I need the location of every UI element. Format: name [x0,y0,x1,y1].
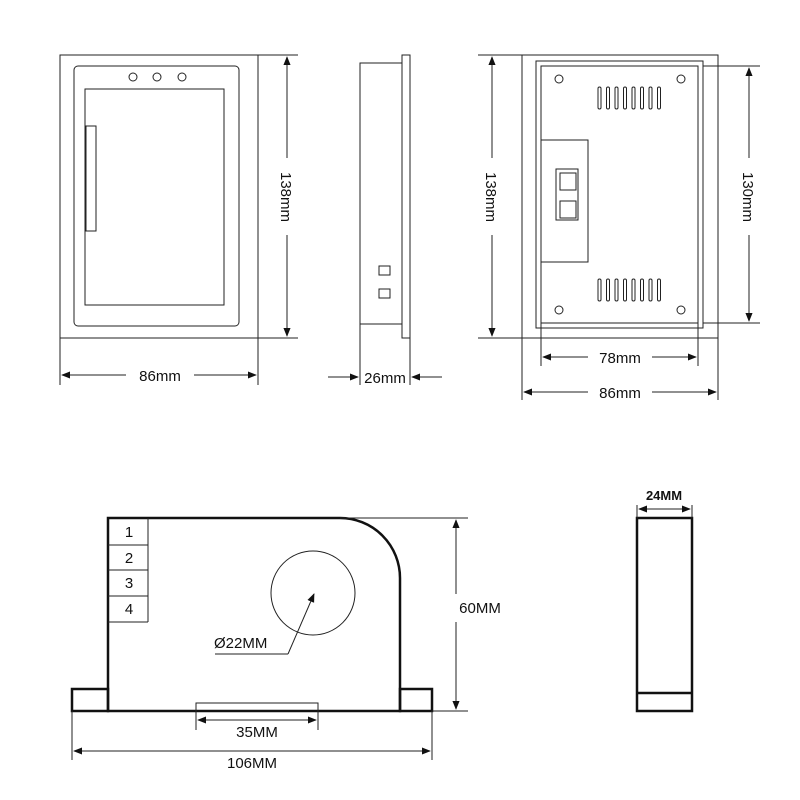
back-width-label: 86mm [599,385,641,402]
vent-slot [623,86,627,110]
base-width-label: 35MM [236,724,278,741]
vent-slot [597,86,602,110]
sensor-through-hole [270,550,356,636]
sensor-side-body [635,516,694,713]
front-side-slot [85,125,97,232]
front-bezel [73,65,240,327]
vent-slot [614,86,619,110]
vent-slot [614,278,619,302]
vent-slot [648,86,653,110]
vent-slot [631,86,636,110]
front-outer-frame [59,54,259,339]
sensor-side-view: 24MM [635,488,694,713]
vent-slot [606,278,610,302]
side-connector-1 [378,265,391,276]
back-view: 138mm 130mm 78mm 86mm [478,54,760,402]
vent-slot [640,86,644,110]
terminal-slot-1 [559,172,577,191]
indicator-led-3 [177,72,187,82]
terminal-4-label: 4 [125,601,133,618]
screw-hole-bottom-left [554,305,564,315]
terminal-housing [555,168,579,221]
sensor-front-view: 1 2 3 4 Ø22MM 35MM 106MM 60MM [70,516,501,772]
screw-hole-top-right [676,74,686,84]
screw-hole-bottom-right [676,305,686,315]
back-inner-panel [540,65,699,324]
side-connector-2 [378,288,391,299]
front-screen [84,88,225,306]
indicator-led-1 [128,72,138,82]
back-inner-height-label: 130mm [739,172,756,222]
sensor-body [106,516,402,713]
vent-slot [648,278,653,302]
terminal-1-label: 1 [125,524,133,541]
front-width-label: 86mm [139,368,181,385]
screw-hole-top-left [554,74,564,84]
vent-slot [657,86,661,110]
back-panel [535,60,704,329]
terminal-3-label: 3 [125,575,133,592]
total-width-label: 106MM [227,755,277,772]
back-inner-width-label: 78mm [599,350,641,367]
vent-slot [657,278,661,302]
side-depth-label: 26mm [364,370,406,387]
vent-slot [623,278,627,302]
terminal-block [540,139,589,263]
sensor-thickness-label: 24MM [646,488,682,503]
vent-slot [597,278,602,302]
back-height-label: 138mm [482,172,499,222]
terminal-slot-2 [559,200,577,219]
mount-tab-right [398,687,434,713]
hole-diameter-label: Ø22MM [214,635,267,652]
back-outer-frame [521,54,719,339]
sensor-height-label: 60MM [459,600,501,617]
side-front-plate [401,54,411,339]
front-view: 138mm 86mm [59,54,298,385]
indicator-led-2 [152,72,162,82]
mount-tab-left [70,687,110,713]
terminal-2-label: 2 [125,550,133,567]
side-body [359,62,403,325]
vent-slot [631,278,636,302]
vent-grille-bottom [597,278,661,302]
hole-leader-arrow [287,593,315,655]
vent-slot [606,86,610,110]
side-view: 26mm [328,54,442,387]
front-height-label: 138mm [277,172,294,222]
vent-grille-top [597,86,661,110]
vent-slot [640,278,644,302]
